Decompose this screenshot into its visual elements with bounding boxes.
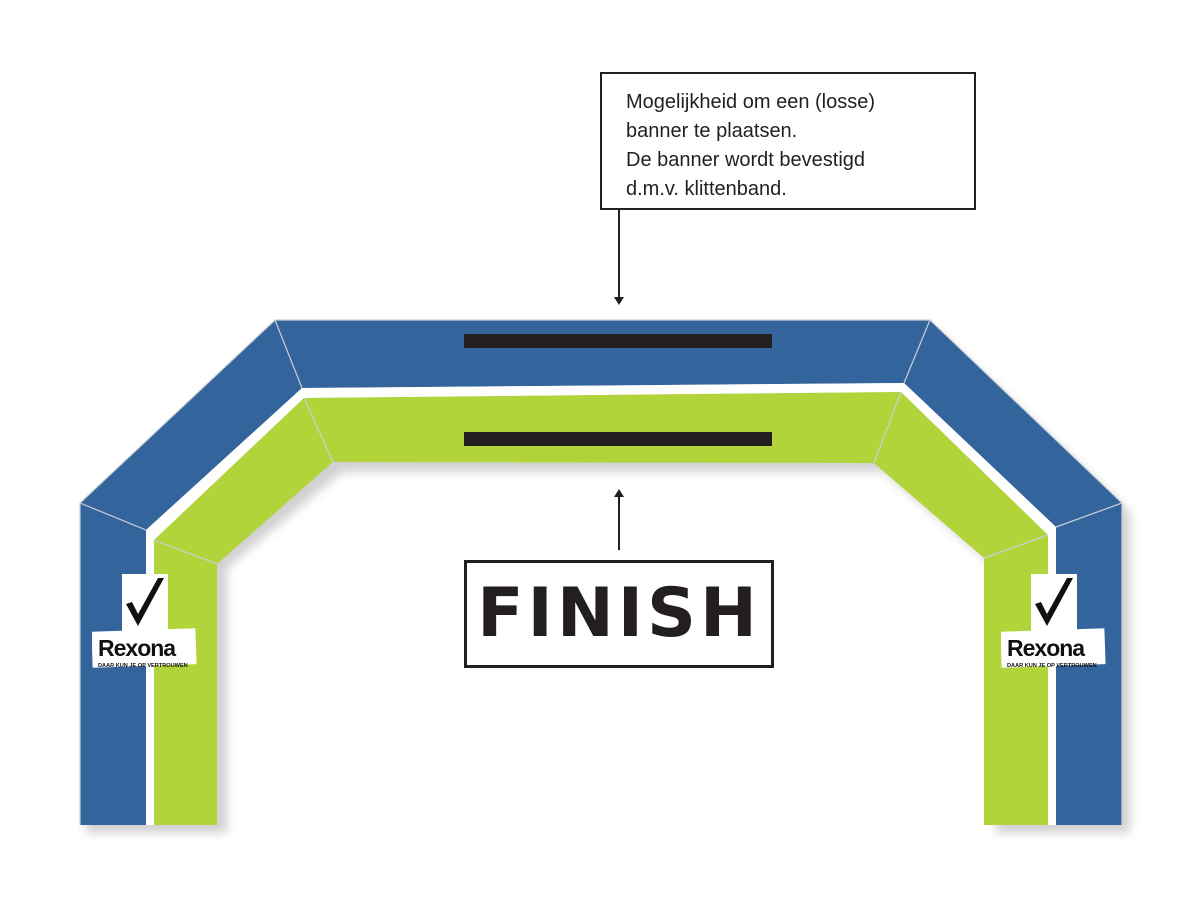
checkmark-icon xyxy=(1035,578,1073,626)
rexona-tagline-text: DAAR KUN JE OP VERTROUWEN xyxy=(98,663,188,669)
finish-label: FINISH xyxy=(477,574,761,653)
banner-strip-top xyxy=(464,334,772,348)
rexona-logo-right: Rexona DAAR KUN JE OP VERTROUWEN xyxy=(1001,574,1106,669)
arch-green-left-leg xyxy=(154,540,217,825)
rexona-tagline-text: DAAR KUN JE OP VERTROUWEN xyxy=(1007,663,1097,669)
rexona-logo-left: Rexona DAAR KUN JE OP VERTROUWEN xyxy=(92,574,197,669)
arch-green-left-diagonal xyxy=(154,398,333,564)
banner-note-callout: Mogelijkheid om een (losse) banner te pl… xyxy=(600,72,976,210)
arrow-down-to-banner xyxy=(614,210,624,305)
arrow-up-to-banner xyxy=(614,489,624,550)
finish-sign: FINISH xyxy=(464,560,774,668)
note-line-3: De banner wordt bevestigd xyxy=(626,149,866,171)
arch-seams xyxy=(79,319,1123,825)
rexona-brand-text: Rexona xyxy=(98,635,176,661)
arch-blue-left-diagonal xyxy=(80,320,302,530)
note-line-2: banner te plaatsen. xyxy=(626,120,798,142)
note-line-1: Mogelijkheid om een (losse) xyxy=(626,91,876,113)
rexona-brand-text: Rexona xyxy=(1007,635,1085,661)
arch-blue-right-diagonal xyxy=(904,320,1122,527)
arch-green-right-diagonal xyxy=(874,392,1048,558)
arch-green-top xyxy=(304,392,901,463)
note-line-4: d.m.v. klittenband. xyxy=(626,178,787,200)
checkmark-icon xyxy=(126,578,164,626)
arch-blue-top xyxy=(275,320,930,388)
banner-strip-bottom xyxy=(464,432,772,446)
